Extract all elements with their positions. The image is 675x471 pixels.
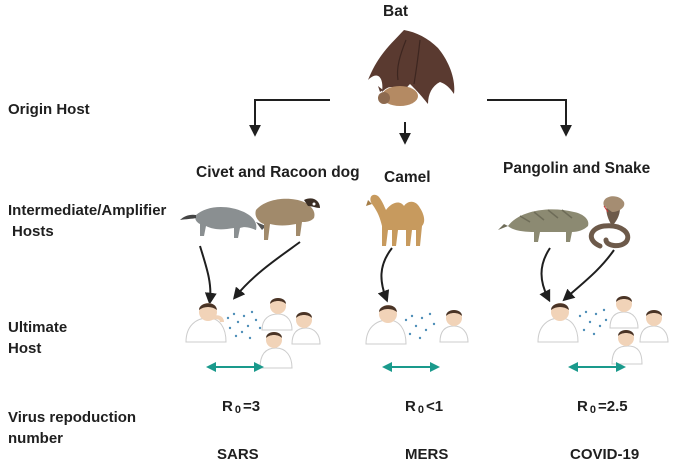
virus-covid: COVID-19 — [570, 446, 640, 463]
droplets — [578, 308, 608, 336]
host-title-pangolin: Pangolin and Snake — [503, 160, 651, 177]
humans-sars — [185, 298, 321, 372]
person-sneezing-icon — [185, 303, 227, 343]
person-icon — [611, 330, 643, 365]
transmission-arrows — [199, 241, 615, 305]
person-sneezing-icon — [365, 305, 407, 345]
humans-covid — [537, 296, 669, 372]
person-icon — [609, 296, 639, 329]
civet-icon — [180, 206, 266, 238]
person-icon — [261, 298, 293, 331]
row-label-intermediate-2: Hosts — [12, 223, 54, 240]
camel-icon — [366, 194, 425, 246]
person-icon — [639, 310, 669, 343]
host-title-camel: Camel — [384, 169, 431, 186]
droplets — [226, 310, 262, 340]
host-title-civet: Civet and Racoon dog — [196, 164, 360, 181]
person-sneezing-icon — [537, 303, 579, 343]
pangolin-icon — [498, 209, 589, 242]
virus-mers: MERS — [405, 446, 449, 463]
droplets — [404, 312, 436, 340]
snake-icon — [588, 196, 631, 249]
row-label-virus: Virus repoduction — [8, 409, 137, 426]
row-label-intermediate: Intermediate/Amplifier — [8, 202, 167, 219]
origin-host-label: Bat — [383, 3, 408, 20]
row-label-ultimate: Ultimate — [8, 319, 68, 336]
origin-arrows — [249, 99, 572, 145]
bat-icon — [368, 30, 455, 106]
row-label-ultimate-2: Host — [8, 340, 42, 357]
humans-mers — [365, 305, 469, 372]
person-icon — [291, 312, 321, 345]
person-icon — [439, 310, 469, 343]
virus-sars: SARS — [217, 446, 259, 463]
row-label-origin-host: Origin Host — [8, 101, 90, 118]
racoon-dog-icon — [255, 198, 320, 240]
person-icon — [259, 332, 293, 369]
row-label-virus-2: number — [8, 430, 64, 447]
